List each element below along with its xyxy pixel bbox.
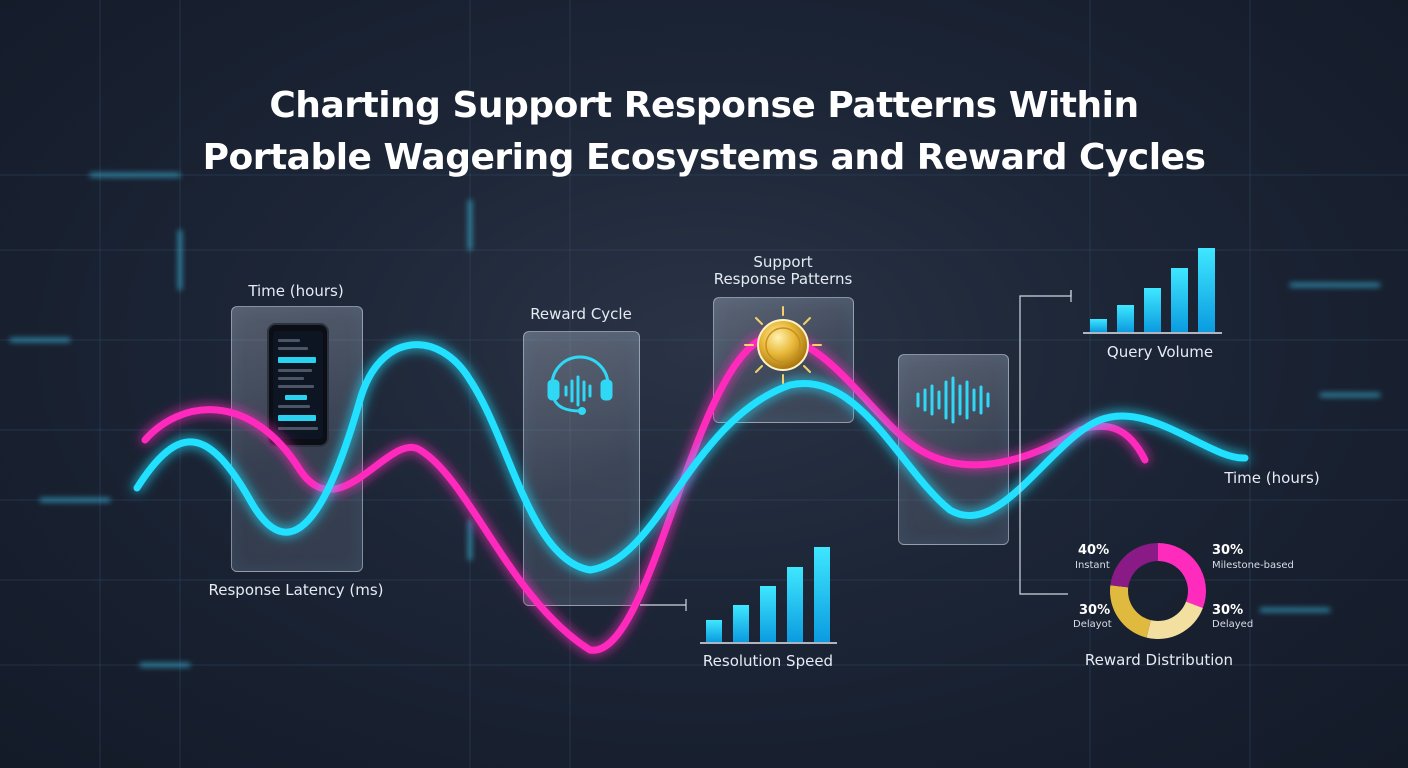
query-volume-bar-2 xyxy=(1117,305,1134,332)
legend-instant-value: 40% xyxy=(1078,543,1110,558)
page-title: Charting Support Response Patterns Withi… xyxy=(0,80,1408,184)
time-hours-label-right: Time (hours) xyxy=(1224,469,1320,487)
resolution-speed-bars xyxy=(706,547,830,642)
donut-slice-1 xyxy=(1158,543,1206,609)
query-volume-label: Query Volume xyxy=(1106,343,1214,361)
reward-distribution-label: Reward Distribution xyxy=(1084,651,1234,669)
donut-slice-3 xyxy=(1110,585,1151,638)
query-volume-bar-5 xyxy=(1198,248,1215,332)
magenta-wave xyxy=(141,334,1149,654)
query-volume-bars xyxy=(1090,248,1215,332)
reward-distribution-donut xyxy=(1110,543,1206,639)
query-volume-bar-3 xyxy=(1144,288,1161,332)
legend-milestone-label: Milestone-based xyxy=(1212,560,1294,571)
page-title-line-2: Portable Wagering Ecosystems and Reward … xyxy=(202,137,1206,178)
cyan-wave xyxy=(133,341,1249,574)
headset-icon xyxy=(547,355,613,415)
support-response-label-line-2: Response Patterns xyxy=(713,270,853,288)
response-latency-label: Response Latency (ms) xyxy=(208,581,384,599)
time-hours-label-left: Time (hours) xyxy=(248,282,344,300)
support-response-label: Support Response Patterns xyxy=(683,254,883,288)
resolution-speed-bar-3 xyxy=(760,586,776,642)
resolution-speed-bar-2 xyxy=(733,605,749,642)
resolution-speed-bar-4 xyxy=(787,567,803,642)
connector-lines xyxy=(640,290,1072,611)
page-title-line-1: Charting Support Response Patterns Withi… xyxy=(269,85,1139,126)
resolution-speed-label: Resolution Speed xyxy=(702,652,834,670)
legend-delayot-value: 30% xyxy=(1079,603,1111,618)
query-volume-bar-1 xyxy=(1090,319,1107,332)
resolution-speed-bar-5 xyxy=(814,547,830,642)
legend-instant-label: Instant xyxy=(1075,560,1110,571)
support-response-label-line-1: Support xyxy=(753,253,813,271)
smartphone-app-icon xyxy=(267,323,329,447)
sound-wave-icon xyxy=(916,376,990,424)
legend-milestone-value: 30% xyxy=(1212,543,1244,558)
gold-coin-icon xyxy=(744,306,822,384)
donut-slice-2 xyxy=(1146,601,1203,639)
legend-delayed-label: Delayed xyxy=(1212,619,1254,630)
donut-slice-4 xyxy=(1110,543,1158,588)
legend-delayot-label: Delayot xyxy=(1073,619,1112,630)
resolution-speed-bar-1 xyxy=(706,620,722,642)
reward-cycle-label: Reward Cycle xyxy=(530,305,632,323)
query-volume-bar-4 xyxy=(1171,268,1188,332)
legend-delayed-value: 30% xyxy=(1212,603,1244,618)
